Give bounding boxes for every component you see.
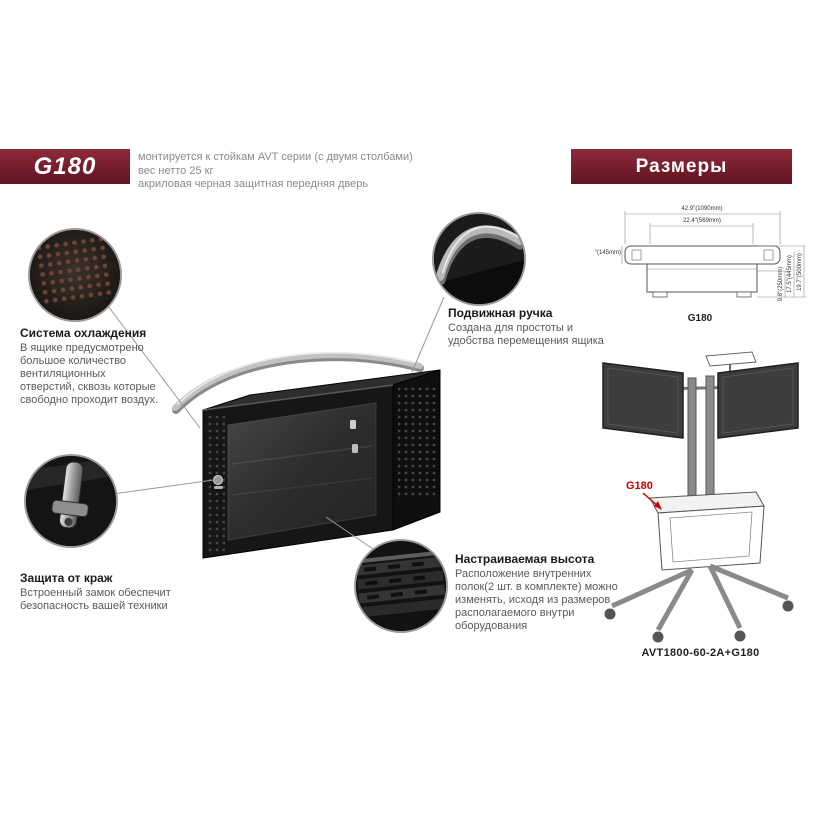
dim-width-total: 42.9"(1090mm) (681, 206, 722, 212)
feature-lock: Защита от краж Встроенный замок обеспечи… (20, 571, 228, 613)
dim-height-right-1: 9.8"(250mm) (778, 267, 784, 301)
lock-callout-photo (24, 454, 118, 548)
camera-shelf (705, 351, 757, 367)
spec-line: монтируется к стойкам AVT серии (с двумя… (138, 151, 413, 163)
spec-list: монтируется к стойкам AVT серии (с двумя… (138, 151, 468, 192)
cart-column (705, 375, 715, 511)
pointer-arrowhead (654, 501, 662, 510)
spec-line: вес нетто 25 кг (138, 164, 214, 177)
display-left (602, 362, 684, 439)
shelf-detail (356, 541, 446, 631)
cart-column (687, 377, 697, 511)
feature-text: Встроенный замок обеспечит безопасность … (20, 587, 171, 612)
lock-detail (26, 456, 116, 546)
feature-text: В ящике предусмотрено большое количество… (20, 342, 159, 406)
dim-height-top: 5.7"(145mm) (595, 250, 621, 256)
cabinet-lock (213, 475, 223, 485)
feature-text: Создана для простоты и удобства перемеще… (448, 322, 604, 347)
display-right (717, 362, 799, 439)
cart-drawing-svg: G180 (602, 351, 799, 643)
spec-line: акриловая черная защитная передняя дверь (138, 178, 369, 190)
model-name: G180 (33, 152, 97, 180)
dimension-drawing-svg: 42.9"(1090mm) 22.4"(569mm) 5.7"(145mm) 9… (587, 206, 806, 324)
door-hinge (350, 420, 356, 429)
handle-detail (434, 214, 524, 304)
caster-wheel (734, 630, 746, 642)
dimension-drawing-label: G180 (688, 313, 713, 324)
feature-cooling: Система охлаждения В ящике предусмотрено… (20, 326, 160, 407)
feature-handle: Подвижная ручка Создана для простоты и у… (448, 306, 608, 348)
cart-drawing: G180 (588, 348, 813, 648)
model-banner: G180 (0, 149, 130, 184)
cart-pointer-label: G180 (626, 480, 653, 492)
feature-title: Подвижная ручка (448, 306, 553, 320)
caster-wheel (652, 631, 664, 643)
feature-height: Настраиваемая высота Расположение внутре… (455, 552, 633, 633)
feature-title: Защита от краж (20, 571, 113, 585)
dim-height-right-3: 19.7"(500mm) (797, 253, 803, 291)
dimensions-banner-title: Размеры (635, 155, 728, 177)
caster-wheel (604, 608, 616, 620)
dimension-drawing: 42.9"(1090mm) 22.4"(569mm) 5.7"(145mm) 9… (587, 198, 810, 338)
cooling-callout-photo (28, 228, 122, 322)
dim-height-right-2: 17.5"(445mm) (787, 255, 793, 293)
caster-wheel (782, 600, 794, 612)
feature-title: Настраиваемая высота (455, 552, 595, 566)
handle-callout-photo (432, 212, 526, 306)
vent-holes-detail (30, 230, 120, 320)
door-hinge (352, 444, 358, 453)
cabinet-illustration (172, 351, 441, 559)
dimensions-banner: Размеры (571, 149, 792, 184)
dim-width-inner: 22.4"(569mm) (683, 218, 721, 224)
cart-caption: AVT1800-60-2A+G180 (641, 647, 760, 659)
product-photo-cabinet (158, 330, 458, 575)
cart-cabinet-g180 (657, 505, 765, 571)
shelf-callout-photo (354, 539, 448, 633)
feature-title: Система охлаждения (20, 326, 147, 340)
feature-text: Расположение внутренних полок(2 шт. в ко… (455, 568, 618, 632)
